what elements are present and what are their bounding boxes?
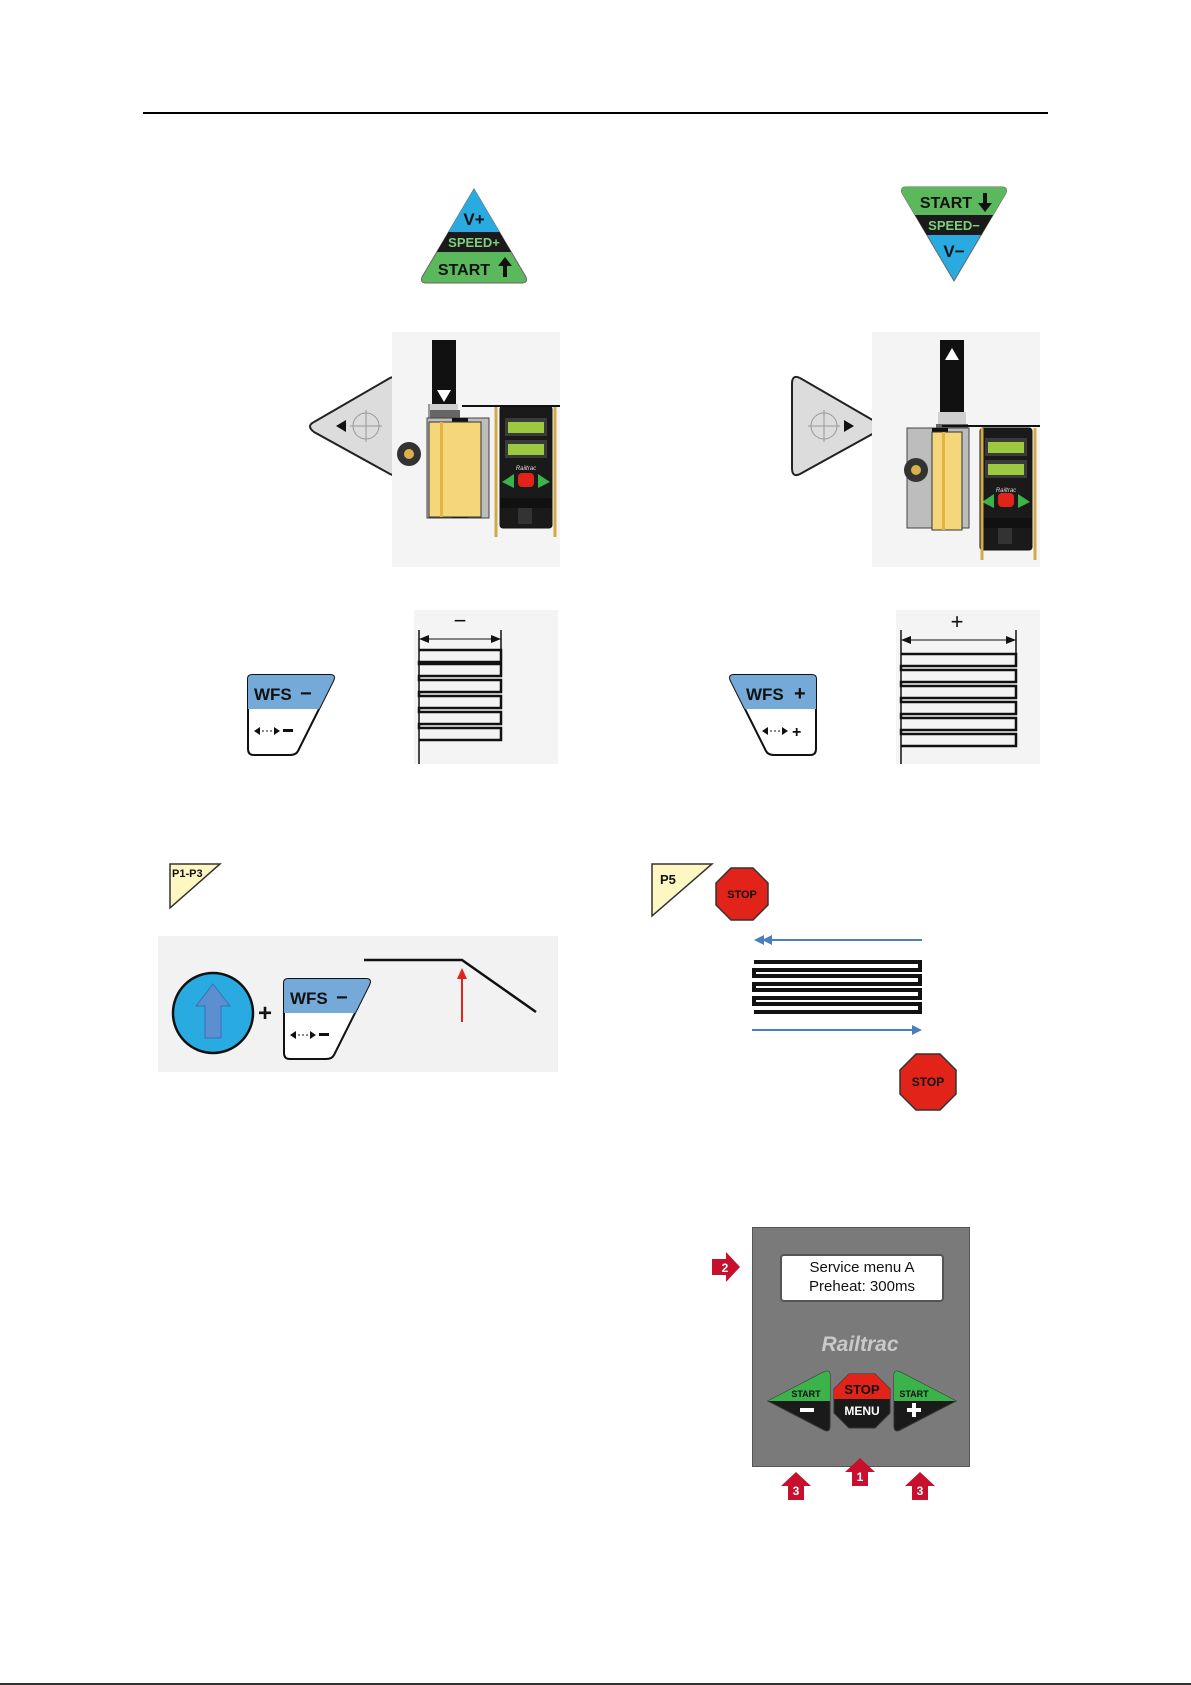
callout-3-left-label: 3 [793, 1484, 800, 1498]
start-minus-button[interactable]: START [764, 1368, 834, 1431]
wfs-minus-key-combo[interactable]: WFS − [280, 975, 374, 1061]
header-rule [143, 112, 1048, 114]
speed-up-top: V+ [463, 210, 484, 229]
callout-3-right-arrow: 3 [904, 1470, 936, 1502]
stop-label-2: STOP [912, 1075, 944, 1089]
wfs-minus-label-2: WFS [290, 989, 328, 1008]
display-line-2: Preheat: 300ms [782, 1277, 942, 1296]
menu-button-label: MENU [844, 1404, 879, 1418]
wfs-minus-label: WFS [254, 685, 292, 704]
svg-text:+: + [792, 724, 801, 741]
carriage-device-torch-down: Railtrac [392, 332, 560, 567]
weave-plus-label: + [951, 610, 964, 634]
wfs-minus-sign-2: − [336, 987, 348, 1009]
speed-down-middle: SPEED− [928, 218, 980, 233]
callout-3-left-arrow: 3 [780, 1470, 812, 1502]
speed-up-bottom: START [438, 262, 490, 279]
device-brand-small: Railtrac [516, 466, 536, 472]
lcd-display: Service menu A Preheat: 300ms [780, 1254, 944, 1302]
red-arrow-icon [457, 968, 467, 979]
speed-up-badge[interactable]: V+ SPEED+ START [418, 185, 530, 285]
p5-tag: P5 [650, 862, 714, 918]
travel-left-key[interactable] [306, 374, 402, 478]
start-plus-button[interactable]: START [890, 1368, 960, 1431]
panel-brand-logo: Railtrac [752, 1333, 968, 1357]
travel-right-key[interactable] [788, 374, 884, 478]
stop-weave-diagram [746, 930, 928, 1040]
weave-wide-diagram: + [896, 610, 1040, 764]
wfs-plus-label: WFS [746, 685, 784, 704]
weave-narrow-diagram: − [414, 610, 558, 764]
minus-icon [800, 1408, 814, 1412]
crater-fill-curve [362, 952, 540, 1056]
speed-down-top: START [920, 195, 972, 212]
start-minus-label: START [791, 1389, 821, 1399]
display-line-1: Service menu A [782, 1258, 942, 1277]
stop-button-label: STOP [844, 1382, 879, 1397]
stop-menu-button[interactable]: STOP MENU [830, 1368, 894, 1428]
callout-3-right-label: 3 [917, 1484, 924, 1498]
speed-down-badge[interactable]: START SPEED− V− [898, 185, 1010, 285]
callout-1-label: 1 [857, 1470, 864, 1484]
wfs-minus-sign: − [300, 683, 312, 705]
p5-label: P5 [660, 872, 676, 887]
weave-minus-label: − [454, 610, 467, 633]
right-arrow-blue-icon [912, 1025, 922, 1035]
callout-2-label: 2 [722, 1261, 729, 1275]
callout-2-arrow: 2 [710, 1251, 742, 1283]
stop-sign-icon-2: STOP [898, 1052, 958, 1112]
wfs-minus-key[interactable]: WFS − [244, 671, 338, 757]
speed-down-bottom: V− [943, 242, 964, 261]
callout-1-arrow: 1 [844, 1456, 876, 1488]
wfs-plus-sign: + [794, 683, 806, 705]
speed-up-middle: SPEED+ [448, 235, 500, 250]
stop-sign-icon: STOP [714, 866, 770, 922]
plus-icon [912, 1403, 916, 1417]
p1p3-label: P1-P3 [172, 868, 203, 880]
torch-up-button[interactable] [170, 970, 256, 1056]
p1p3-tag: P1-P3 [168, 862, 224, 910]
plus-operator: + [258, 1000, 272, 1028]
carriage-device-torch-up: Railtrac [872, 332, 1040, 567]
stop-label-1: STOP [727, 889, 757, 901]
wfs-plus-key[interactable]: WFS + + [726, 671, 820, 757]
panel-buttons: START STOP MENU START [764, 1368, 960, 1434]
start-plus-label: START [899, 1389, 929, 1399]
